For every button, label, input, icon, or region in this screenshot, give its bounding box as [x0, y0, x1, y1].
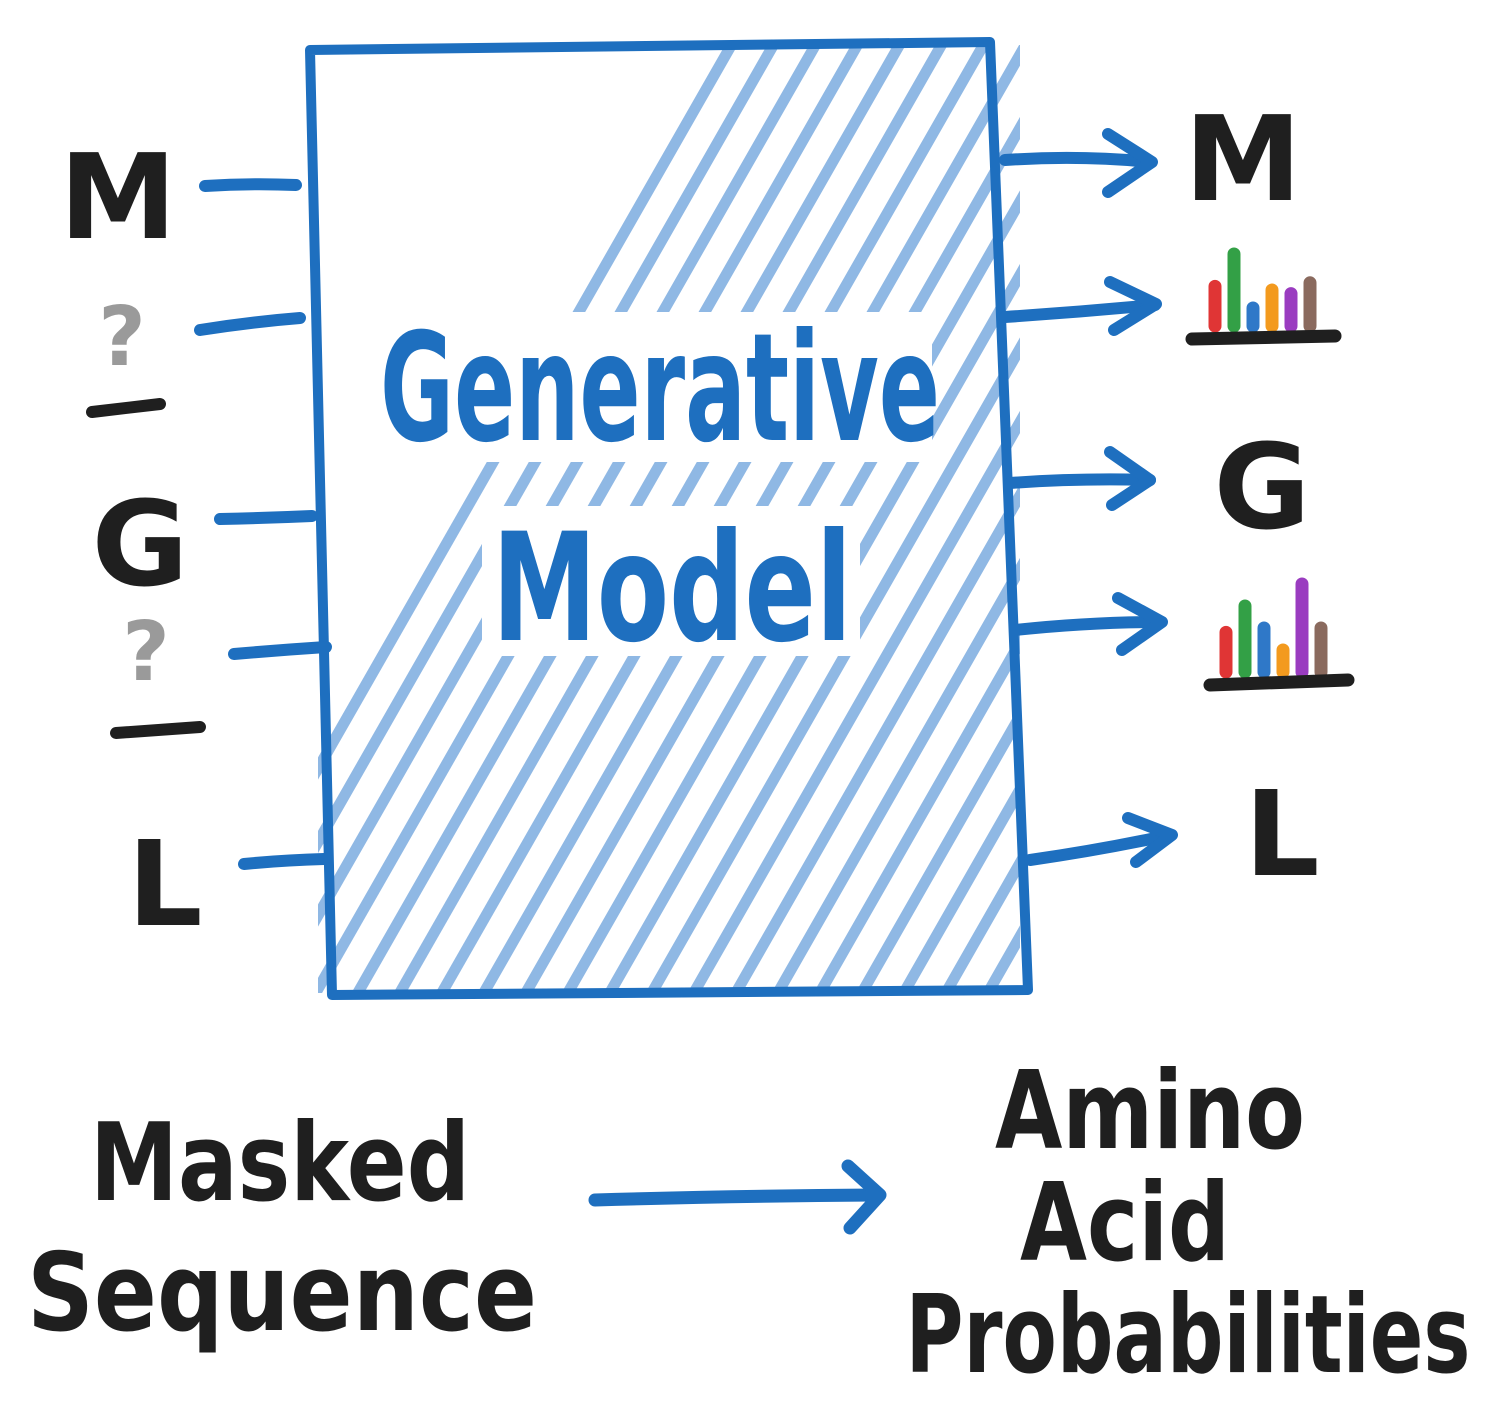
input-token-5: L: [127, 815, 330, 953]
generative-model-box: [305, 37, 1033, 1000]
model-title: Generative Model: [380, 302, 940, 676]
caption-sequence: Sequence: [27, 1231, 537, 1356]
mask-underscore-icon: [110, 721, 206, 739]
hatch-line: [603, 263, 1020, 993]
output-sequence: M G L: [999, 90, 1355, 903]
flow-arrow: [588, 1159, 887, 1235]
hatch-line: [897, 778, 1020, 993]
output-arrow-4: [1009, 616, 1166, 636]
probability-histogram-2: [1203, 577, 1355, 692]
output-arrow-1: [999, 151, 1156, 168]
hatch-line: [318, 45, 738, 780]
output-residue-l: L: [1244, 765, 1319, 903]
hatch-line: [855, 704, 1020, 993]
histogram-bars: [1208, 247, 1317, 333]
input-token-4: ?: [110, 605, 332, 739]
flow-arrow-shaft: [588, 1188, 882, 1207]
output-arrow-5: [1024, 829, 1176, 866]
model-title-line2: Model: [492, 502, 852, 676]
output-token-2: [999, 247, 1342, 346]
input-connector-3: [214, 510, 318, 525]
input-token-1: M: [59, 128, 302, 266]
input-connector-5: [238, 853, 330, 870]
arrowhead-icon: [1104, 446, 1156, 511]
input-connector-2: [194, 312, 306, 336]
output-caption: Amino Acid Probabilities: [906, 1049, 1471, 1398]
input-token-2: ?: [86, 290, 306, 418]
input-connector-4: [228, 641, 332, 660]
mask-underscore-icon: [86, 398, 166, 418]
output-arrow-2: [999, 299, 1161, 323]
input-residue-g: G: [92, 475, 189, 613]
box-outline: [305, 37, 1033, 1000]
caption-acid: Acid: [1020, 1161, 1230, 1286]
input-connector-1: [199, 178, 302, 192]
histogram-baseline: [1203, 673, 1355, 692]
arrowhead-icon: [1122, 812, 1178, 868]
mask-question-icon: ?: [122, 605, 170, 700]
caption-amino: Amino: [995, 1049, 1305, 1174]
input-sequence: M ? G ? L: [59, 128, 332, 953]
histogram-bars: [1219, 577, 1328, 679]
arrowhead-icon: [1112, 592, 1168, 656]
input-caption: Masked Sequence: [27, 1101, 537, 1356]
output-token-3: G: [1004, 418, 1311, 556]
input-residue-l: L: [127, 815, 202, 953]
output-arrow-3: [1004, 473, 1156, 489]
mask-question-icon: ?: [98, 290, 146, 385]
arrowhead-icon: [1104, 276, 1162, 336]
box-hatching: [318, 45, 1020, 993]
input-token-3: G: [92, 475, 318, 613]
output-residue-g: G: [1214, 418, 1311, 556]
caption-masked: Masked: [90, 1101, 470, 1226]
arrowhead-icon: [1102, 128, 1158, 198]
hatch-line: [687, 410, 1020, 993]
hatch-line: [771, 557, 1020, 993]
hatch-line: [645, 337, 1020, 993]
histogram-baseline: [1185, 329, 1342, 346]
output-token-4: [1009, 577, 1355, 692]
output-residue-m: M: [1184, 90, 1301, 228]
caption-probabilities: Probabilities: [906, 1273, 1471, 1398]
arrowhead-icon: [841, 1159, 887, 1235]
output-token-5: L: [1024, 765, 1320, 903]
hatch-line: [813, 631, 1020, 993]
probability-histogram-1: [1185, 247, 1342, 346]
output-token-1: M: [999, 90, 1302, 228]
input-residue-m: M: [59, 128, 176, 266]
model-title-line1: Generative: [380, 302, 940, 476]
